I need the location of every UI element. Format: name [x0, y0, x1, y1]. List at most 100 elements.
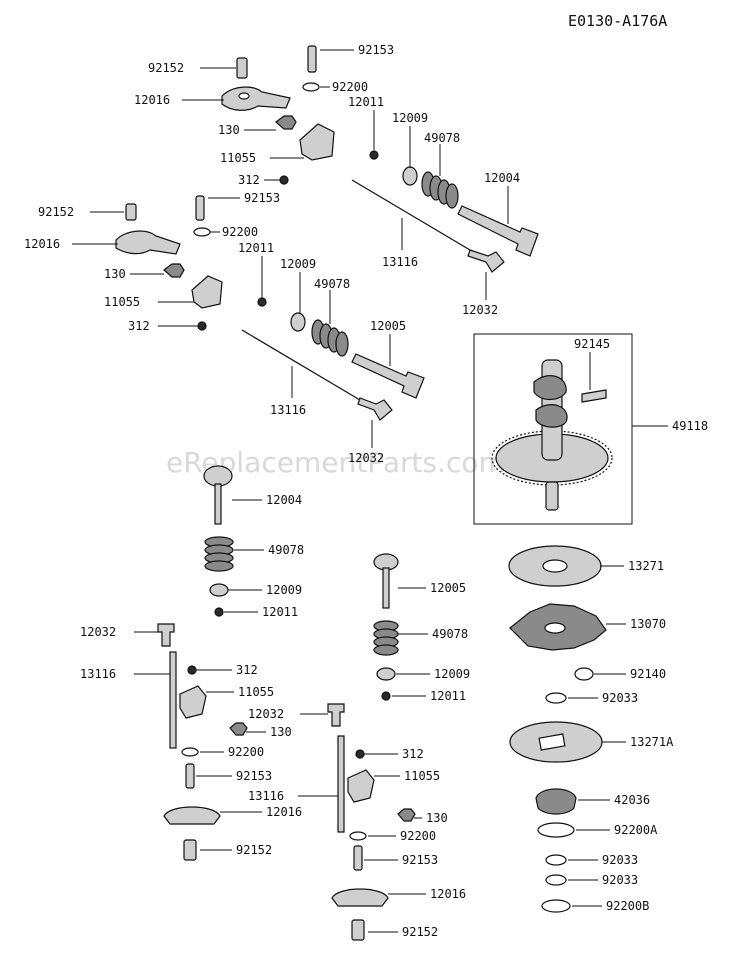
rocker-arm [115, 230, 181, 255]
callout-label: 12005 [370, 319, 406, 333]
nut-130 [163, 263, 185, 278]
retainer [376, 667, 396, 681]
callout-label: 12032 [348, 451, 384, 465]
callout: 13271A [602, 735, 674, 749]
callout: 12009 [280, 257, 316, 314]
callout: 92200A [576, 823, 658, 837]
callout-label: 11055 [238, 685, 274, 699]
push-rod [169, 651, 177, 749]
callout: 92200 [210, 225, 258, 239]
callout: 12011 [392, 689, 466, 703]
callout: 92200B [572, 899, 649, 913]
cap-312 [355, 749, 365, 759]
callout-label: 92140 [630, 667, 666, 681]
cam-shaft-end [545, 481, 559, 511]
rocker-hole [238, 92, 250, 100]
callout: 312 [196, 663, 258, 677]
callout: 12016 [220, 805, 302, 819]
holder-hub [544, 622, 566, 634]
callout: 12016 [134, 93, 224, 107]
callout: 12016 [24, 237, 118, 251]
callout: 13116 [248, 789, 338, 803]
callout: 12009 [392, 111, 428, 168]
callout: 312 [364, 747, 424, 761]
tappet [157, 623, 175, 647]
camshaft-assembly [473, 333, 633, 525]
adjuster-screw [195, 195, 205, 221]
callout: 13271 [600, 559, 664, 573]
keeper [381, 691, 391, 701]
washer [193, 227, 211, 237]
callout: 12009 [228, 583, 302, 597]
callout-label: 49078 [432, 627, 468, 641]
callout: 12032 [462, 272, 498, 317]
retainer [290, 312, 306, 332]
rocker-arm [163, 806, 221, 825]
callout-label: 92152 [148, 61, 184, 75]
callout-label: 92153 [236, 769, 272, 783]
callout-label: 13116 [80, 667, 116, 681]
callout-label: 92153 [402, 853, 438, 867]
cap-312 [187, 665, 197, 675]
callout: 13116 [270, 366, 306, 417]
callout: 11055 [374, 769, 440, 783]
callout-label: 12016 [24, 237, 60, 251]
callout-label: 49078 [314, 277, 350, 291]
callout: 92153 [320, 43, 394, 57]
callout-label: 11055 [104, 295, 140, 309]
callout: 92152 [148, 61, 236, 75]
callout-label: 12011 [238, 241, 274, 255]
callout-label: 13271 [628, 559, 664, 573]
upper-valve-group [351, 166, 539, 273]
callout-label: 92033 [602, 853, 638, 867]
callout-label: 13116 [382, 255, 418, 269]
push-rod [337, 735, 345, 833]
callout-label: 312 [128, 319, 150, 333]
pivot-stud [351, 919, 365, 941]
nut-130 [229, 722, 248, 736]
rocker-bracket [191, 275, 223, 309]
adjuster-screw [185, 763, 195, 789]
callout-label: 12011 [262, 605, 298, 619]
plate-hole [542, 559, 568, 573]
callout: 13116 [382, 218, 418, 269]
callout: 92033 [568, 873, 638, 887]
spring-pin [581, 389, 607, 403]
lock-nut [369, 150, 379, 160]
callout-label: 13116 [270, 403, 306, 417]
callout-label: 312 [402, 747, 424, 761]
callout-label: 12016 [430, 887, 466, 901]
pivot-stud [236, 57, 248, 79]
valve-head [203, 465, 233, 487]
callout-label: 49078 [268, 543, 304, 557]
washer [302, 82, 320, 92]
callout: 49078 [314, 277, 350, 324]
nut-130 [397, 808, 416, 822]
callout-label: 12004 [484, 171, 520, 185]
rocker-arm [331, 888, 389, 907]
callout: 12004 [484, 171, 520, 224]
callout: 130 [414, 811, 448, 825]
callout-label: 130 [104, 267, 126, 281]
tappet [327, 703, 345, 727]
valve-spring [373, 620, 399, 656]
push-rod [241, 329, 361, 401]
callout-label: 130 [218, 123, 240, 137]
callout-label: 11055 [404, 769, 440, 783]
pivot-stud [125, 203, 137, 221]
callout-label: 12009 [280, 257, 316, 271]
rocker-bracket [347, 769, 375, 803]
cam-lobe [535, 404, 568, 428]
callout: 49078 [234, 543, 304, 557]
callout: 12005 [398, 581, 466, 595]
callout: 92033 [568, 853, 638, 867]
callout-label: 12032 [462, 303, 498, 317]
callout: 130 [246, 725, 292, 739]
callout: 12011 [238, 241, 274, 298]
plate-slot [538, 733, 566, 751]
washer [181, 747, 199, 757]
callout: 92140 [594, 667, 666, 681]
callout-label: 92033 [602, 691, 638, 705]
callout: 12004 [232, 493, 302, 507]
